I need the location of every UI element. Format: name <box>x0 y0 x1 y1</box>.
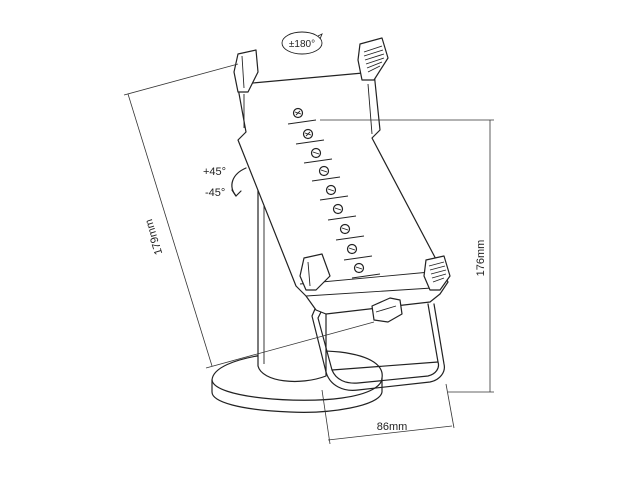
clip-top-left <box>233 49 259 93</box>
tilt-arc <box>231 167 247 197</box>
slot-row-5 <box>319 195 349 215</box>
slot-row-2 <box>295 139 325 159</box>
slot-row-4 <box>311 176 341 196</box>
slot-row-8 <box>343 255 373 274</box>
wire-bracket <box>311 301 445 391</box>
tilt-down-label: -45° <box>205 187 225 199</box>
clip-bottom-left <box>299 253 331 291</box>
height-diag-label: 179mm <box>143 218 165 257</box>
width-label: 86mm <box>377 421 408 433</box>
rotation-indicator: ±180° <box>281 31 323 55</box>
slot-row-6 <box>327 215 357 235</box>
dimension-176mm: 176mm <box>320 119 494 393</box>
slot-row-9 <box>351 273 381 279</box>
clip-bottom-right <box>423 255 451 291</box>
slot-row-3 <box>303 158 333 177</box>
rotation-label: ±180° <box>289 39 315 50</box>
slot-row-1 <box>287 107 317 140</box>
dimension-86mm: 86mm <box>321 383 455 445</box>
holder-plate <box>237 71 449 315</box>
clip-top-right <box>357 37 389 81</box>
tilt-up-label: +45° <box>203 166 226 178</box>
front-latch <box>371 297 403 323</box>
height-vert-label: 176mm <box>475 240 487 277</box>
slot-row-7 <box>335 235 365 255</box>
